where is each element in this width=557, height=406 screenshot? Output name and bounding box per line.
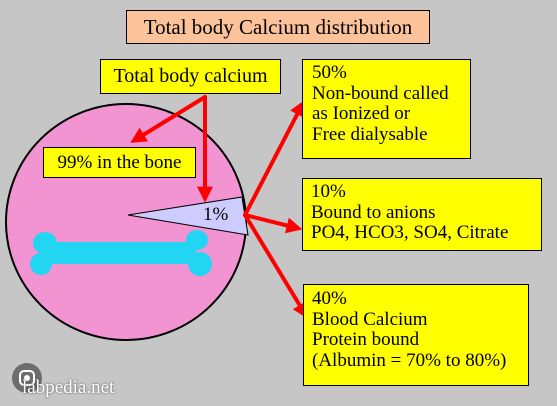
bone-shape: [30, 230, 212, 276]
slice-percentage-label: 1%: [203, 204, 229, 225]
anion-bound-box: 10% Bound to anions PO4, HCO3, SO4, Citr…: [302, 178, 542, 251]
ionized-calcium-box: 50% Non-bound called as Ionized or Free …: [302, 59, 471, 159]
protein-percent: 40%: [312, 288, 347, 309]
protein-line-3: (Albumin = 70% to 80%): [312, 349, 507, 371]
diagram-title: Total body Calcium distribution: [126, 10, 430, 44]
lens-icon[interactable]: [12, 363, 42, 393]
arrows: [130, 95, 308, 319]
ionized-percent: 50%: [312, 62, 347, 83]
watermark-text: labpedia.net: [22, 377, 115, 398]
ionized-line-2: as Ionized or: [312, 103, 411, 125]
protein-line-2: Protein bound: [312, 329, 420, 351]
anion-line-2: PO4, HCO3, SO4, Citrate: [311, 222, 509, 244]
ionized-line-1: Non-bound called: [312, 82, 449, 104]
total-body-calcium-box: Total body calcium: [100, 59, 281, 94]
bone-percentage-box: 99% in the bone: [43, 147, 196, 178]
protein-line-1: Blood Calcium: [312, 308, 428, 330]
anion-line-1: Bound to anions: [311, 201, 436, 223]
ionized-line-3: Free dialysable: [312, 123, 428, 145]
protein-bound-box: 40% Blood Calcium Protein bound (Albumin…: [303, 284, 529, 386]
anion-percent: 10%: [311, 181, 346, 202]
